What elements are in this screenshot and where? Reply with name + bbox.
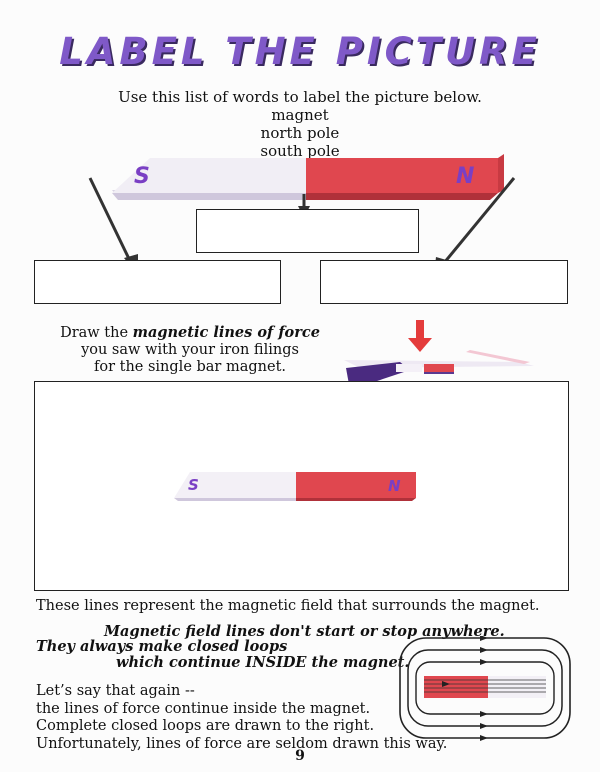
closed-loops-diagram	[399, 636, 571, 741]
draw-prompt-line3: for the single bar magnet.	[93, 359, 287, 375]
repeat-text: Let’s say that again -- the lines of for…	[36, 683, 447, 753]
box-magnet: S N	[174, 472, 416, 501]
rule-line-2: They always make closed loops	[36, 638, 288, 655]
iron-filings-illustration	[344, 320, 534, 390]
rule-line-3: which continue INSIDE the magnet.	[116, 654, 410, 671]
repeat-line-2: the lines of force continue inside the m…	[36, 700, 371, 717]
draw-prompt: Draw the magnetic lines of force you saw…	[40, 324, 340, 376]
draw-prompt-line2: you saw with your iron filings	[81, 342, 299, 358]
page-title: LABEL THE PICTURE	[59, 30, 541, 73]
box-south-letter: S	[188, 476, 199, 494]
rule-line-1: Magnetic field lines don't start or stop…	[104, 623, 505, 640]
top-magnet-illustration: S N	[88, 154, 516, 275]
draw-prompt-emphasis: magnetic lines of force	[132, 324, 320, 341]
label-box-right[interactable]	[320, 260, 568, 304]
label-box-left[interactable]	[34, 260, 281, 304]
instructions: Use this list of words to label the pict…	[0, 88, 600, 160]
loop-magnet-south	[488, 676, 546, 698]
repeat-line-3: Complete closed loops are drawn to the r…	[36, 718, 375, 734]
word-magnet: magnet	[271, 106, 329, 124]
repeat-line-4: Unfortunately, lines of force are seldom…	[36, 735, 448, 752]
red-arrow-shaft	[416, 320, 424, 342]
left-arrow-line	[88, 177, 133, 264]
magnet-south-half	[112, 158, 306, 193]
field-sentence: These lines represent the magnetic field…	[36, 598, 540, 614]
box-magnet-north	[296, 472, 416, 498]
loop-magnet-north	[424, 676, 488, 698]
magnet-north-edge	[306, 193, 498, 200]
repeat-line-1: Let’s say that again --	[36, 683, 195, 699]
magnet-north-half	[306, 158, 498, 193]
word-south-pole: south pole	[260, 142, 340, 160]
tiny-magnet-north	[424, 364, 454, 372]
label-box-center[interactable]	[196, 209, 419, 253]
red-arrow-head	[408, 338, 432, 352]
page-number: 9	[295, 748, 305, 764]
south-letter: S	[134, 164, 150, 189]
magnet-south-edge	[112, 193, 306, 200]
north-letter: N	[456, 164, 474, 189]
word-north-pole: north pole	[260, 124, 340, 142]
draw-prompt-prefix: Draw the	[60, 325, 133, 341]
instruction-line: Use this list of words to label the pict…	[118, 88, 482, 106]
right-arrow-line	[442, 177, 516, 264]
box-magnet-south	[174, 472, 296, 498]
box-north-letter: N	[388, 477, 401, 495]
